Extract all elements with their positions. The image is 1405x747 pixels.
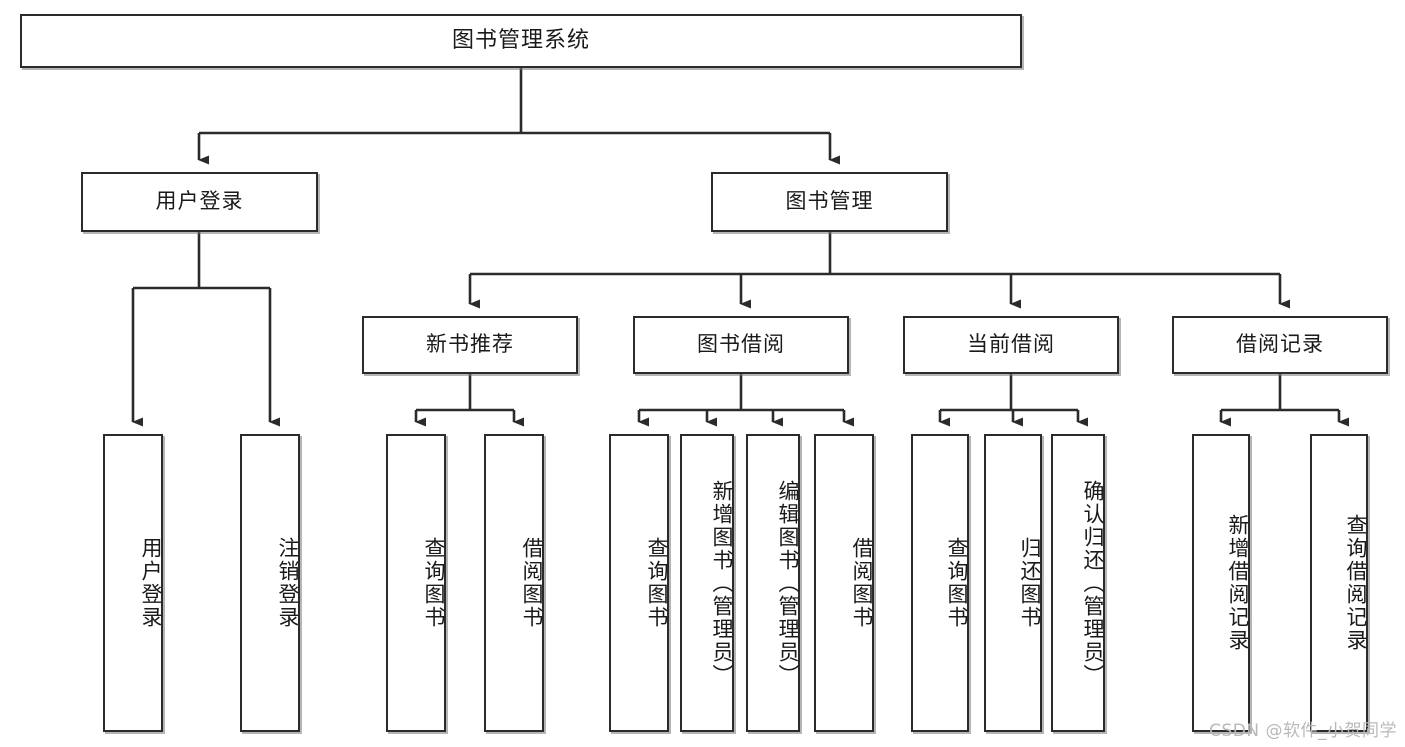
node-new-book-recommend-label: 新书推荐 bbox=[426, 332, 514, 357]
leaf-borrow-book-label: 借阅图书 bbox=[850, 537, 874, 629]
leaf-query-book-newbook[interactable]: 查询图书 bbox=[386, 434, 446, 732]
leaf-borrow-book[interactable]: 借阅图书 bbox=[814, 434, 874, 732]
leaf-user-login[interactable]: 用户登录 bbox=[103, 434, 163, 732]
leaf-add-borrow-record[interactable]: 新增借阅记录 bbox=[1192, 434, 1250, 732]
node-root-label: 图书管理系统 bbox=[451, 27, 590, 53]
node-user-login[interactable]: 用户登录 bbox=[81, 172, 318, 232]
leaf-add-book-admin[interactable]: 新增图书（管理员） bbox=[680, 434, 734, 732]
node-book-borrow-label: 图书借阅 bbox=[697, 332, 785, 357]
leaf-query-book-borrow[interactable]: 查询图书 bbox=[609, 434, 669, 732]
node-current-borrow[interactable]: 当前借阅 bbox=[903, 316, 1119, 374]
leaf-logout-label: 注销登录 bbox=[276, 537, 300, 629]
leaf-confirm-return-admin[interactable]: 确认归还（管理员） bbox=[1051, 434, 1105, 732]
leaf-add-book-admin-label: 新增图书（管理员） bbox=[710, 479, 734, 687]
leaf-borrow-book-newbook[interactable]: 借阅图书 bbox=[484, 434, 544, 732]
leaf-logout[interactable]: 注销登录 bbox=[240, 434, 300, 732]
leaf-query-borrow-record[interactable]: 查询借阅记录 bbox=[1310, 434, 1368, 732]
leaf-borrow-book-newbook-label: 借阅图书 bbox=[520, 537, 544, 629]
node-new-book-recommend[interactable]: 新书推荐 bbox=[362, 316, 578, 374]
leaf-confirm-return-admin-label: 确认归还（管理员） bbox=[1081, 479, 1105, 687]
leaf-query-book-newbook-label: 查询图书 bbox=[422, 537, 446, 629]
node-root[interactable]: 图书管理系统 bbox=[20, 14, 1022, 68]
node-book-borrow[interactable]: 图书借阅 bbox=[633, 316, 849, 374]
node-current-borrow-label: 当前借阅 bbox=[967, 332, 1055, 357]
leaf-query-book-current-label: 查询图书 bbox=[945, 537, 969, 629]
node-user-login-label: 用户登录 bbox=[155, 189, 244, 214]
node-borrow-record[interactable]: 借阅记录 bbox=[1172, 316, 1388, 374]
leaf-edit-book-admin[interactable]: 编辑图书（管理员） bbox=[746, 434, 800, 732]
node-borrow-record-label: 借阅记录 bbox=[1236, 332, 1324, 357]
leaf-return-book[interactable]: 归还图书 bbox=[984, 434, 1042, 732]
node-book-management-label: 图书管理 bbox=[785, 189, 874, 214]
leaf-add-borrow-record-label: 新增借阅记录 bbox=[1226, 514, 1250, 652]
leaf-edit-book-admin-label: 编辑图书（管理员） bbox=[776, 479, 800, 687]
node-book-management[interactable]: 图书管理 bbox=[711, 172, 948, 232]
leaf-return-book-label: 归还图书 bbox=[1018, 537, 1042, 629]
leaf-user-login-label: 用户登录 bbox=[139, 537, 163, 629]
watermark-text: CSDN @软件_小贺同学 bbox=[1209, 721, 1397, 741]
leaf-query-book-current[interactable]: 查询图书 bbox=[911, 434, 969, 732]
leaf-query-borrow-record-label: 查询借阅记录 bbox=[1344, 514, 1368, 652]
leaf-query-book-borrow-label: 查询图书 bbox=[645, 537, 669, 629]
